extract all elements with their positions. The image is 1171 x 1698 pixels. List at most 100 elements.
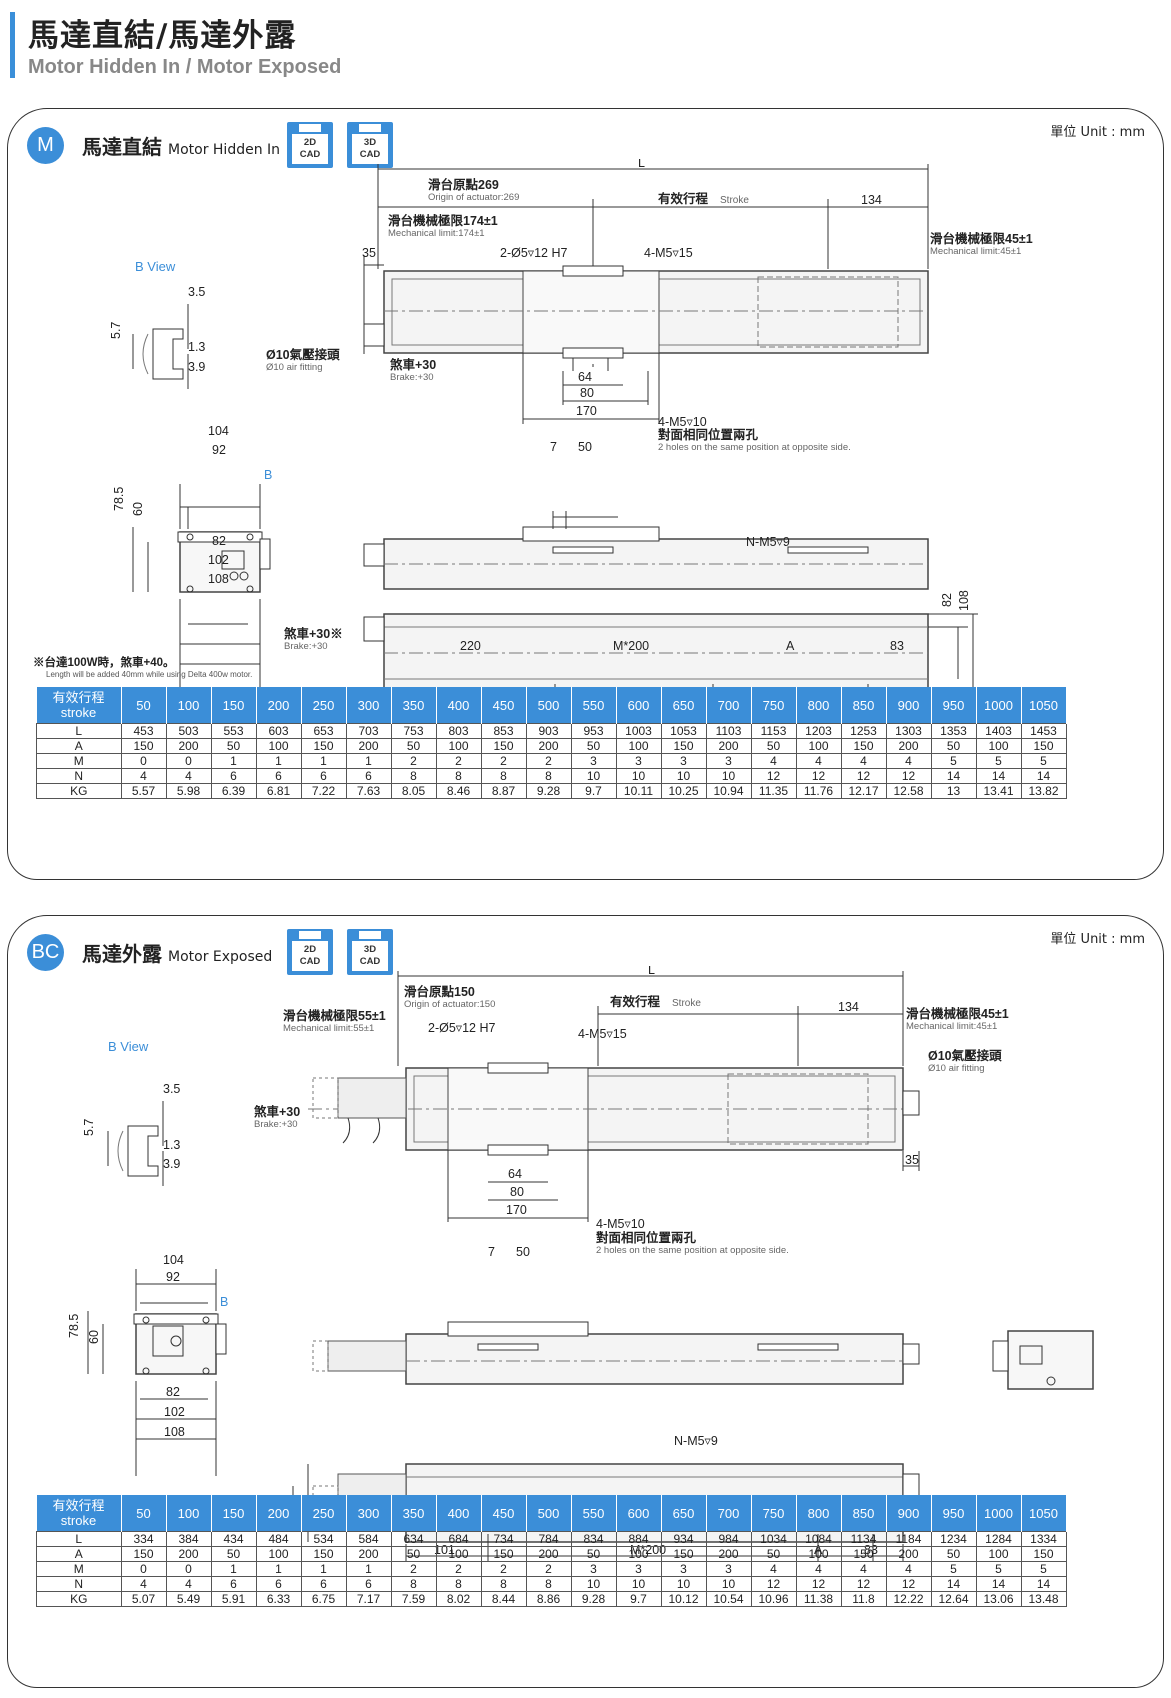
svg-text:※台達100W時，煞車+40。: ※台達100W時，煞車+40。 [33, 655, 175, 669]
stroke-header: 50 [121, 687, 167, 724]
svg-text:1.3: 1.3 [163, 1138, 180, 1152]
stroke-header: 900 [886, 687, 932, 724]
table-cell: 12 [885, 768, 932, 784]
svg-text:有效行程: 有效行程 [658, 191, 709, 206]
table-cell: 200 [885, 738, 932, 754]
stroke-header: 400 [436, 687, 482, 724]
stroke-header: 1050 [1021, 1495, 1067, 1532]
svg-text:108: 108 [164, 1425, 185, 1439]
table-cell: 8.44 [480, 1591, 527, 1607]
stroke-header: 750 [751, 687, 797, 724]
svg-text:64: 64 [508, 1167, 522, 1181]
table-cell: 12 [795, 1576, 842, 1592]
svg-text:滑台機械極限174±1: 滑台機械極限174±1 [388, 213, 498, 228]
stroke-header: 250 [301, 1495, 347, 1532]
unit-label: 單位 Unit : mm [1050, 125, 1145, 140]
table-cell: 14 [930, 1576, 977, 1592]
svg-text:134: 134 [838, 1000, 859, 1014]
stroke-header: 800 [796, 1495, 842, 1532]
svg-text:7: 7 [550, 440, 557, 454]
table-cell: 50 [930, 1546, 977, 1562]
svg-text:220: 220 [460, 639, 481, 653]
stroke-header: 650 [661, 687, 707, 724]
svg-text:A: A [786, 639, 795, 653]
table-cell: 1253 [840, 723, 887, 739]
table-cell: 150 [480, 738, 527, 754]
svg-text:78.5: 78.5 [112, 487, 126, 511]
table-cell: 6 [300, 768, 347, 784]
stroke-header: 350 [391, 1495, 437, 1532]
table-cell: 7.22 [300, 783, 347, 799]
svg-text:102: 102 [164, 1405, 185, 1419]
stroke-header: 500 [526, 1495, 572, 1532]
svg-text:L: L [648, 966, 655, 977]
svg-text:Stroke: Stroke [720, 195, 749, 206]
svg-text:煞車+30※: 煞車+30※ [283, 626, 343, 641]
table-cell: 1 [210, 753, 257, 769]
table-cell: 100 [795, 1546, 842, 1562]
table-cell: 1134 [840, 1531, 887, 1547]
table-cell: 150 [1020, 738, 1067, 754]
table-cell: 4 [840, 1561, 887, 1577]
table-cell: 8.87 [480, 783, 527, 799]
header-accent-bar [10, 12, 15, 78]
table-cell: 50 [750, 738, 797, 754]
stroke-header: 300 [346, 1495, 392, 1532]
svg-text:82: 82 [212, 534, 226, 548]
table-cell: 10.96 [750, 1591, 797, 1607]
table-cell: 853 [480, 723, 527, 739]
stroke-header: 750 [751, 1495, 797, 1532]
table-cell: 200 [165, 738, 212, 754]
table-cell: 4 [750, 1561, 797, 1577]
table-cell: 1 [345, 1561, 392, 1577]
svg-text:1.3: 1.3 [188, 340, 205, 354]
svg-text:4-M5▿15: 4-M5▿15 [578, 1027, 627, 1041]
svg-text:134: 134 [861, 193, 882, 207]
table-cell: 0 [165, 753, 212, 769]
table-cell: 1153 [750, 723, 797, 739]
stroke-header: 50 [121, 1495, 167, 1532]
stroke-header: 100 [166, 1495, 212, 1532]
stroke-header: 1000 [976, 687, 1022, 724]
table-cell: 784 [525, 1531, 572, 1547]
table-cell: 0 [120, 753, 167, 769]
table-cell: 6 [255, 768, 302, 784]
table-cell: 1 [300, 753, 347, 769]
table-cell: 1 [255, 753, 302, 769]
table-cell: 5 [975, 753, 1022, 769]
stroke-header: 450 [481, 1495, 527, 1532]
table-cell: 6.33 [255, 1591, 302, 1607]
svg-text:82: 82 [940, 593, 954, 607]
table-cell: 200 [885, 1546, 932, 1562]
table-cell: 10.12 [660, 1591, 707, 1607]
svg-text:64: 64 [578, 370, 592, 384]
table-cell: 10 [615, 768, 662, 784]
stroke-header: 850 [841, 687, 887, 724]
table-cell: 8 [525, 768, 572, 784]
table-cell: 934 [660, 1531, 707, 1547]
table-cell: 6 [210, 1576, 257, 1592]
table-cell: 3 [615, 1561, 662, 1577]
table-cell: 150 [840, 738, 887, 754]
stroke-header: 700 [706, 687, 752, 724]
page-title: 馬達直結/馬達外露 [28, 18, 297, 54]
table-cell: 453 [120, 723, 167, 739]
table-cell: 14 [930, 768, 977, 784]
svg-text:35: 35 [905, 1153, 919, 1167]
table-cell: 8 [480, 1576, 527, 1592]
table-cell: 6 [345, 768, 392, 784]
table-cell: 4 [165, 768, 212, 784]
table-cell: 484 [255, 1531, 302, 1547]
